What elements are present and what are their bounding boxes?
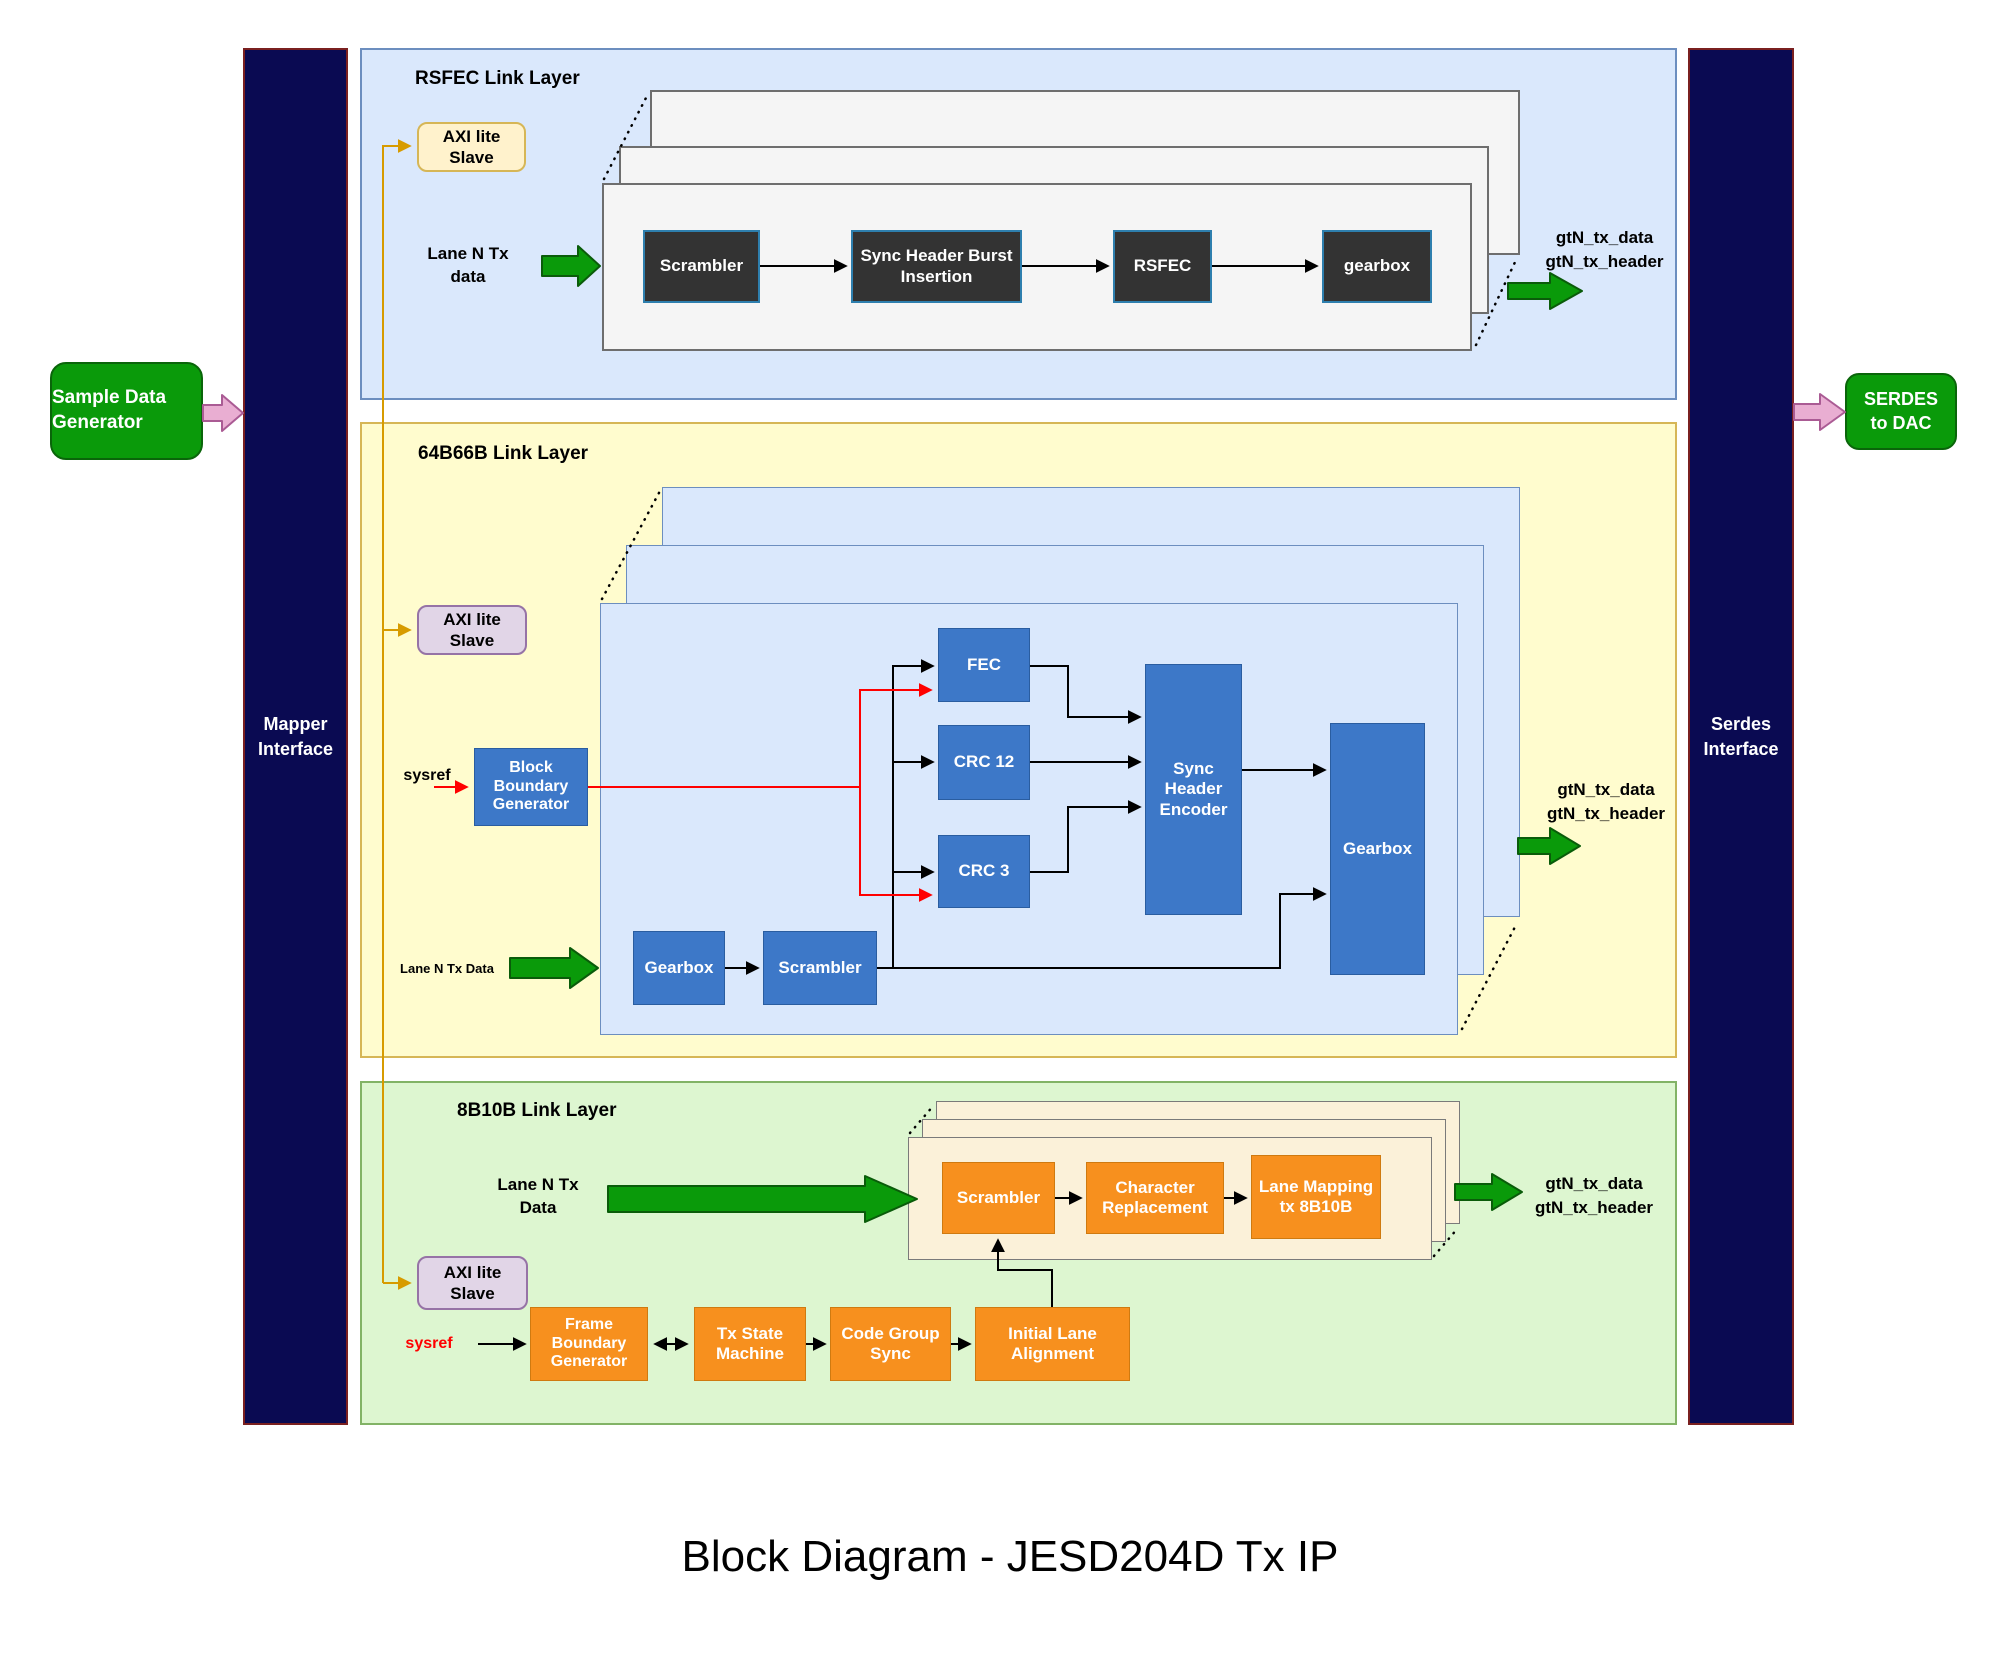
- 64b66b-crc12-block: CRC 12: [938, 725, 1030, 800]
- 64b66b-scrambler-block: Scrambler: [763, 931, 877, 1005]
- 8b10b-scrambler-block: Scrambler: [942, 1162, 1055, 1234]
- 8b10b-lane-label: Lane N Tx Data: [488, 1174, 588, 1220]
- 64b66b-gearbox-bottom-block: Gearbox: [633, 931, 725, 1005]
- serdes-interface-label-line2: Interface: [1703, 738, 1779, 759]
- 8b10b-output-signals: gtN_tx_data gtN_tx_header: [1528, 1172, 1660, 1220]
- 8b10b-out-data-label: gtN_tx_data: [1545, 1174, 1643, 1193]
- 64b66b-axi-lite-slave: AXI lite Slave: [417, 605, 527, 655]
- sample-data-generator-label: Sample Data Generator: [52, 387, 167, 433]
- rsfec-lane-label-line1: Lane N Tx: [427, 244, 509, 263]
- 8b10b-out-header-label: gtN_tx_header: [1534, 1197, 1654, 1217]
- rsfec-gearbox-block: gearbox: [1322, 230, 1432, 303]
- 64b66b-axi-label-line2: Slave: [449, 631, 495, 650]
- mapper-interface-label-line1: Mapper: [263, 714, 328, 735]
- serdes-to-dac-arrow: [1793, 393, 1846, 431]
- rsfec-axi-label-line2: Slave: [449, 148, 494, 167]
- 8b10b-lane-label-line2: Data: [519, 1197, 557, 1217]
- 64b66b-lane-label: Lane N Tx Data: [400, 961, 494, 976]
- serdes-to-dac-label-line1: SERDES: [1863, 389, 1939, 410]
- 64b66b-output-signals: gtN_tx_data gtN_tx_header: [1522, 778, 1690, 826]
- 8b10b-initial-lane-alignment-block: Initial Lane Alignment: [975, 1307, 1130, 1381]
- 8b10b-frame-boundary-generator-block: Frame Boundary Generator: [530, 1307, 648, 1381]
- 64b66b-crc3-block: CRC 3: [938, 835, 1030, 908]
- 8b10b-character-replacement-block: Character Replacement: [1086, 1162, 1224, 1234]
- 64b66b-block-boundary-generator-block: Block Boundary Generator: [474, 748, 588, 826]
- 8b10b-section-title: 8B10B Link Layer: [457, 1100, 617, 1121]
- rsfec-lane-label-line2: data: [450, 266, 486, 286]
- 8b10b-lane-label-line1: Lane N Tx: [497, 1175, 579, 1194]
- 64b66b-axi-label-line1: AXI lite: [443, 609, 501, 629]
- rsfec-axi-label-line1: AXI lite: [442, 126, 501, 146]
- 8b10b-axi-label-line1: AXI lite: [443, 1262, 502, 1282]
- 64b66b-sync-header-encoder-block: Sync Header Encoder: [1145, 664, 1242, 915]
- 8b10b-code-group-sync-block: Code Group Sync: [830, 1307, 951, 1381]
- 8b10b-axi-label-line2: Slave: [450, 1284, 495, 1303]
- mapper-interface-bar: Mapper Interface: [243, 48, 348, 1425]
- 8b10b-tx-state-machine-block: Tx State Machine: [694, 1307, 806, 1381]
- rsfec-axi-lite-slave: AXI lite Slave: [417, 122, 526, 172]
- rsfec-lane-label: Lane N Tx data: [408, 243, 528, 289]
- serdes-to-dac-label-line2: to DAC: [1870, 412, 1932, 433]
- rsfec-out-header-label: gtN_tx_header: [1545, 251, 1664, 271]
- serdes-to-dac-block: SERDES to DAC: [1845, 373, 1957, 450]
- sample-data-generator-block: Sample Data Generator: [50, 362, 203, 460]
- rsfec-sync-header-burst-insertion-block: Sync Header Burst Insertion: [851, 230, 1022, 303]
- serdes-interface-label-line1: Serdes: [1710, 714, 1772, 735]
- 64b66b-out-header-label: gtN_tx_header: [1546, 803, 1666, 823]
- serdes-interface-bar: Serdes Interface: [1688, 48, 1794, 1425]
- 64b66b-fec-block: FEC: [938, 628, 1030, 702]
- rsfec-section-title: RSFEC Link Layer: [415, 68, 580, 89]
- rsfec-output-signals: gtN_tx_data gtN_tx_header: [1522, 226, 1687, 274]
- 64b66b-sysref-label: sysref: [403, 767, 451, 784]
- rsfec-out-data-label: gtN_tx_data: [1555, 228, 1654, 247]
- rsfec-rsfec-block: RSFEC: [1113, 230, 1212, 303]
- page-title: Block Diagram - JESD204D Tx IP: [681, 1532, 1339, 1581]
- mapper-interface-label-line2: Interface: [257, 738, 334, 759]
- 64b66b-out-data-label: gtN_tx_data: [1557, 780, 1655, 799]
- 64b66b-gearbox-right-block: Gearbox: [1330, 723, 1425, 975]
- sample-to-mapper-arrow: [202, 394, 244, 432]
- 8b10b-axi-lite-slave: AXI lite Slave: [417, 1256, 528, 1310]
- 8b10b-lane-mapping-block: Lane Mapping tx 8B10B: [1251, 1155, 1381, 1239]
- 64b66b-section-title: 64B66B Link Layer: [418, 443, 589, 464]
- rsfec-scrambler-block: Scrambler: [643, 230, 760, 303]
- 8b10b-sysref-label: sysref: [405, 1335, 453, 1352]
